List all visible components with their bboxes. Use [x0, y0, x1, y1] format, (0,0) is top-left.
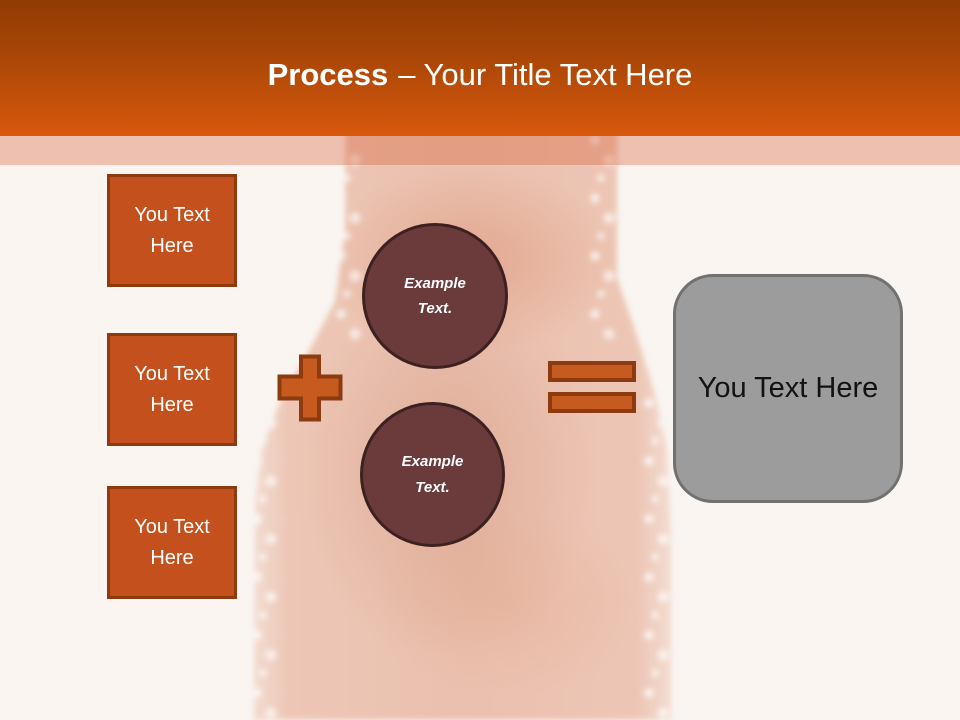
slide-title[interactable]: Process – Your Title Text Here [268, 57, 693, 93]
plus-icon[interactable] [277, 354, 343, 427]
example-circle-label: Example Text. [404, 274, 466, 318]
condensation-drops [587, 130, 617, 340]
header-accent-strip [0, 136, 960, 165]
process-box-label: You Text Here [134, 203, 210, 257]
example-circle-label: Example Text. [401, 453, 464, 496]
result-box[interactable]: You Text Here [673, 274, 903, 503]
process-box-3[interactable]: You Text Here [107, 486, 237, 599]
header-band: Process – Your Title Text Here [0, 0, 960, 136]
process-box-2[interactable]: You Text Here [107, 333, 237, 446]
slide-title-rest: – Your Title Text Here [398, 57, 693, 92]
process-box-label: You Text Here [134, 515, 210, 569]
example-circle-1[interactable]: Example Text. [362, 223, 508, 369]
process-box-label: You Text Here [134, 362, 210, 416]
slide-title-emphasis: Process [267, 57, 389, 92]
process-box-1[interactable]: You Text Here [107, 174, 237, 287]
equals-icon[interactable] [548, 361, 636, 419]
result-box-label: You Text Here [697, 372, 879, 404]
condensation-drops [641, 335, 672, 720]
example-circle-2[interactable]: Example Text. [360, 402, 505, 547]
